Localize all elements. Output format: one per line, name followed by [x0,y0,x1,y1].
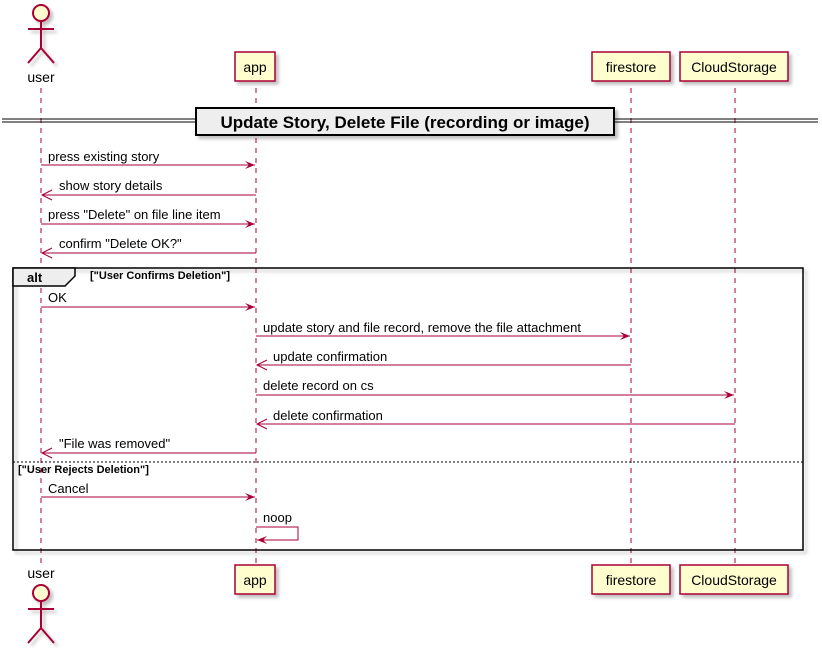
participant-label-user-top: user [27,69,55,85]
alt-fragment: alt ["User Confirms Deletion"] ["User Re… [12,267,804,551]
message-update-story: update story and file record, remove the… [256,320,630,340]
message-label: noop [263,510,292,525]
participant-app-top: app [234,51,276,82]
message-press-existing-story: press existing story [41,149,255,169]
user-actor-icon [27,4,55,64]
message-label: delete record on cs [263,378,374,393]
message-delete-confirmation: delete confirmation [255,408,735,430]
alt-guard-reject: ["User Rejects Deletion"] [18,464,149,476]
message-noop: noop [256,510,299,544]
participant-label-firestore-top: firestore [606,59,657,75]
participant-label-firestore-bottom: firestore [606,572,657,588]
message-label: confirm "Delete OK?" [59,236,182,251]
message-ok: OK [41,290,255,311]
message-label: show story details [59,178,163,193]
message-label: press "Delete" on file line item [48,207,221,222]
participant-label-cloudstorage-top: CloudStorage [691,59,777,75]
section-divider: Update Story, Delete File (recording or … [2,107,818,136]
message-cancel: Cancel [41,481,255,501]
participant-label-cloudstorage-bottom: CloudStorage [691,572,777,588]
message-update-confirmation: update confirmation [255,349,631,371]
message-delete-record: delete record on cs [256,378,734,399]
participant-cloudstorage-bottom: CloudStorage [679,564,789,595]
message-show-story-details: show story details [40,178,256,201]
participant-app-bottom: app [234,564,276,595]
diagram-title: Update Story, Delete File (recording or … [220,113,589,132]
message-label: update story and file record, remove the… [263,320,581,335]
participant-label-app-top: app [243,59,267,75]
message-label: delete confirmation [273,408,383,423]
participant-label-user-bottom: user [27,565,55,581]
messages: press existing story show story details … [40,149,735,544]
message-label: Cancel [48,481,89,496]
alt-guard-confirm: ["User Confirms Deletion"] [90,270,230,282]
message-label: OK [48,290,67,305]
participant-firestore-bottom: firestore [591,564,671,595]
participant-cloudstorage-top: CloudStorage [679,51,789,82]
participant-label-app-bottom: app [243,572,267,588]
alt-operator-label: alt [27,270,43,285]
participant-firestore-top: firestore [591,51,671,82]
message-label: press existing story [48,149,160,164]
message-file-removed: "File was removed" [40,436,256,459]
message-press-delete: press "Delete" on file line item [41,207,255,228]
message-label: update confirmation [273,349,387,364]
user-actor-icon [27,584,55,644]
message-label: "File was removed" [59,436,170,451]
message-confirm-delete: confirm "Delete OK?" [40,236,256,259]
